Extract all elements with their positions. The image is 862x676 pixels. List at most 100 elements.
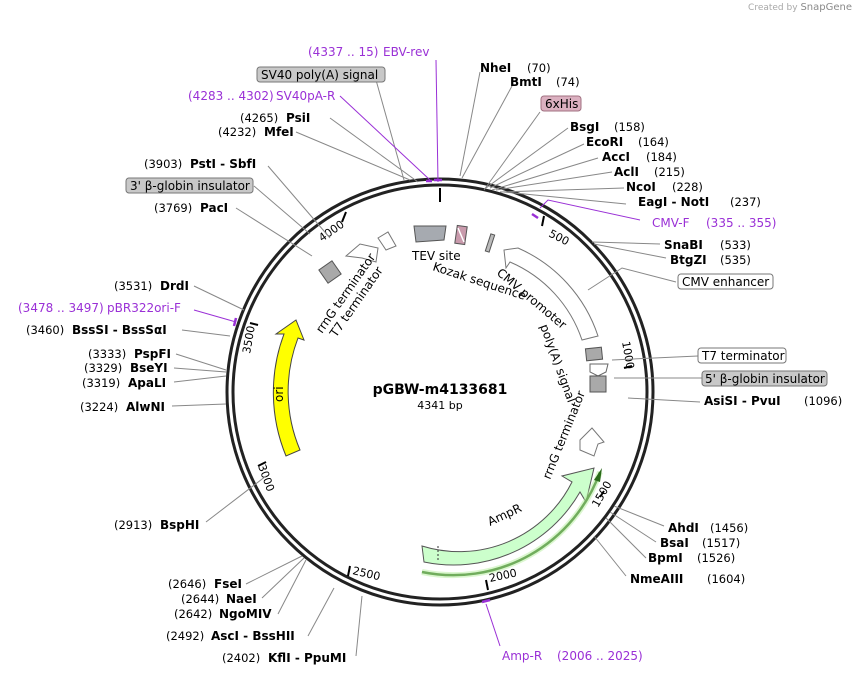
primer-ebv-rev-range: (4337 .. 15) — [308, 45, 378, 59]
enzyme-asci-bsshii-pos: (2492) — [166, 629, 204, 643]
enzyme-acli: AclI — [614, 165, 639, 179]
enzyme-asci-bsshii: AscI - BssHII — [211, 629, 295, 643]
label-cmv-enhancer: CMV enhancer — [682, 275, 769, 289]
box-cmv-enhancer — [677, 273, 774, 290]
ampr-strand-glow — [421, 470, 603, 579]
enzyme-psti-sbfi: PstI - SbfI — [190, 157, 256, 171]
enzyme-bpmi-pos: (1526) — [697, 551, 735, 565]
enzyme-mfei-pos: (4232) — [218, 125, 256, 139]
enzyme-kfli-ppumi: KflI - PpuMI — [268, 651, 346, 665]
enzyme-psti-sbfi-pos: (3903) — [144, 157, 182, 171]
enzyme-pspfi-pos: (3333) — [88, 347, 126, 361]
enzyme-snabi: SnaBI — [664, 238, 703, 252]
primer-amp-r-range: (2006 .. 2025) — [557, 649, 643, 663]
t7-terminator-left-arrow — [377, 231, 397, 251]
tick-marks — [249, 211, 633, 591]
box-5-beta-globin — [701, 370, 828, 387]
box-t7-terminator — [697, 347, 787, 364]
enzyme-bsssi: BssSI - BssSαI — [72, 323, 167, 337]
box-sv40-polya — [256, 66, 386, 83]
enzyme-bsgi-pos: (158) — [614, 120, 645, 134]
enzyme-pspfi: PspFI — [134, 347, 171, 361]
enzyme-ngomiv-pos: (2642) — [174, 607, 212, 621]
primer-cmv-f-name: CMV-F — [652, 216, 690, 230]
tick-label-3500: 3500 — [240, 325, 258, 355]
enzyme-apali: ApaLI — [128, 376, 166, 390]
enzyme-fsei: FseI — [214, 577, 242, 591]
enzyme-ecori-pos: (164) — [638, 135, 669, 149]
enzyme-ahdi-pos: (1456) — [710, 521, 748, 535]
enzyme-bsai-pos: (1517) — [702, 536, 740, 550]
enzyme-nhei: NheI — [480, 61, 511, 75]
enzyme-naei: NaeI — [226, 592, 257, 606]
enzyme-alwni-pos: (3224) — [80, 400, 118, 414]
enzyme-bseyi-pos: (3329) — [84, 361, 122, 375]
enzyme-naei-pos: (2644) — [181, 592, 219, 606]
enzyme-acli-pos: (215) — [654, 165, 685, 179]
enzyme-kfli-ppumi-pos: (2402) — [222, 651, 260, 665]
rrng-terminator-left-arrow — [344, 243, 379, 263]
backbone-inner — [231, 183, 649, 601]
enzyme-drdi: DrdI — [160, 279, 189, 293]
ori-arrow — [272, 319, 305, 457]
rrng-terminator-right-arrow — [579, 427, 605, 457]
enzyme-psii: PsiI — [286, 111, 310, 125]
enzyme-eagi-noti: EagI - NotI — [638, 195, 709, 209]
enzyme-mfei: MfeI — [264, 125, 294, 139]
enzyme-apali-pos: (3319) — [82, 376, 120, 390]
beta-globin-3-feature — [318, 260, 342, 284]
enzyme-drdi-pos: (3531) — [114, 279, 152, 293]
box-3-beta-globin — [125, 177, 254, 194]
primer-amp-r-name: Amp-R — [502, 649, 542, 663]
enzyme-fsei-pos: (2646) — [168, 577, 206, 591]
enzyme-nmeaiii: NmeAIII — [630, 572, 683, 586]
label-ori: ori — [272, 386, 286, 402]
enzyme-bsphi-pos: (2913) — [114, 518, 152, 532]
tick-label-2500: 2500 — [351, 564, 381, 583]
tick-label-1000: 1000 — [619, 340, 637, 370]
label-5-beta-globin-insulator: 5' β-globin insulator — [705, 372, 825, 386]
credit-prefix: Created by — [748, 3, 798, 13]
enzyme-paci: PacI — [200, 201, 228, 215]
label-sv40-polya-signal: SV40 poly(A) signal — [261, 68, 378, 82]
polya-feature — [584, 346, 604, 362]
primer-labels: (4337 .. 15) EBV-rev (4283 .. 4302) SV40… — [18, 45, 776, 663]
enzyme-labels-left: (2402) KflI - PpuMI (2492) AscI - BssHII… — [26, 111, 346, 665]
enzyme-alwni: AlwNI — [126, 400, 165, 414]
enzyme-bmti-pos: (74) — [556, 75, 580, 89]
label-3-beta-globin-insulator: 3' β-globin insulator — [130, 179, 250, 193]
enzyme-bmti: BmtI — [510, 75, 542, 89]
enzyme-labels-right: NheI (70) BmtI (74) BsgI (158) EcoRI (16… — [480, 61, 842, 586]
snapgene-credit: Created by SnapGene — [748, 2, 852, 13]
label-6xhis: 6xHis — [545, 97, 578, 111]
enzyme-eagi-noti-pos: (237) — [730, 195, 761, 209]
enzyme-bsgi: BsgI — [570, 120, 599, 134]
small-feature — [484, 233, 496, 253]
label-rrng-terminator-right: rrnG terminator — [540, 389, 588, 481]
enzyme-acci: AccI — [602, 150, 630, 164]
primer-pbr322ori-f-range: (3478 .. 3497) — [18, 301, 104, 315]
label-tev-site: TEV site — [411, 249, 461, 263]
primer-leaders — [193, 59, 641, 647]
tev-site-feature — [413, 225, 447, 243]
enzyme-bpmi: BpmI — [648, 551, 683, 565]
beta-globin-5-feature — [589, 375, 607, 393]
enzyme-acci-pos: (184) — [646, 150, 677, 164]
enzyme-ecori: EcoRI — [586, 135, 623, 149]
primer-pbr322ori-f-name: pBR322ori-F — [107, 301, 181, 315]
primer-ebv-rev-name: EBV-rev — [383, 45, 429, 59]
primer-sv40pa-r-name: SV40pA-R — [276, 89, 335, 103]
snapgene-brand: SnapGene — [800, 2, 852, 13]
kozak-hatch — [457, 227, 465, 243]
plasmid-name: pGBW-m4133681 — [373, 382, 508, 398]
enzyme-paci-pos: (3769) — [154, 201, 192, 215]
primer-marks — [232, 178, 539, 604]
primer-cmv-f-range: (335 .. 355) — [706, 216, 776, 230]
enzyme-ahdi: AhdI — [668, 521, 699, 535]
leader-lines — [171, 71, 702, 657]
enzyme-btgzi: BtgZI — [670, 253, 707, 267]
plasmid-size: 4341 bp — [417, 399, 462, 412]
enzyme-psii-pos: (4265) — [240, 111, 278, 125]
ampr-arrow — [421, 467, 595, 566]
